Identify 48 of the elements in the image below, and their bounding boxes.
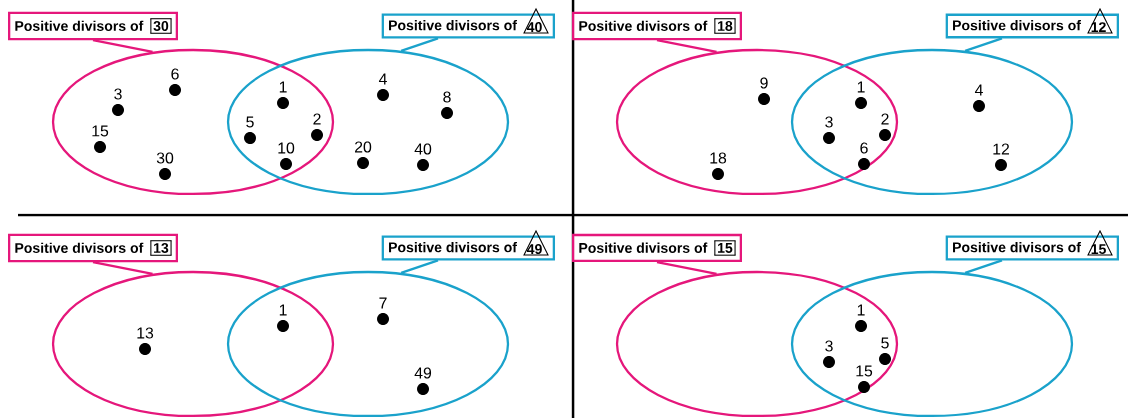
number-label: 1 (279, 81, 287, 93)
set-ellipse (226, 270, 510, 418)
leader-line (92, 39, 153, 54)
number-label: 15 (92, 125, 109, 137)
leader-line (400, 37, 439, 52)
label-box: Positive divisors of 13 (8, 233, 178, 263)
number-label: 2 (881, 113, 889, 125)
set-ellipse (790, 270, 1074, 418)
number-label: 8 (443, 91, 451, 103)
number-label: 10 (278, 142, 295, 154)
leader-line (964, 259, 1003, 274)
number-label: 1 (857, 81, 865, 93)
label-box: Positive divisors of 15 (572, 233, 742, 263)
label-box: Positive divisors of 18 (572, 11, 742, 41)
leader-line (400, 259, 439, 274)
leader-line (656, 39, 717, 54)
set-ellipse (226, 48, 510, 196)
set-ellipse (615, 270, 899, 418)
set-ellipse (51, 48, 335, 196)
leader-line (964, 37, 1003, 52)
number-label: 5 (246, 116, 254, 128)
number-label: 4 (974, 84, 983, 96)
number-label: 9 (760, 77, 768, 89)
leader-line (92, 261, 153, 276)
number-label: 15 (856, 365, 873, 377)
number-label: 1 (857, 304, 865, 316)
number-label: 30 (156, 152, 174, 164)
number-label: 2 (313, 113, 321, 125)
number-label: 49 (414, 367, 432, 379)
set-ellipse (51, 270, 335, 418)
number-label: 3 (825, 340, 833, 352)
number-label: 4 (378, 73, 387, 85)
number-label: 18 (710, 152, 727, 164)
number-label: 12 (993, 143, 1009, 155)
number-label: 7 (379, 297, 387, 309)
number-label: 20 (355, 141, 372, 153)
leader-line (656, 261, 717, 276)
number-label: 40 (414, 143, 432, 155)
number-label: 3 (825, 116, 833, 128)
set-ellipse (615, 48, 899, 196)
number-label: 5 (881, 337, 889, 349)
number-label: 13 (137, 327, 154, 339)
number-label: 6 (860, 142, 868, 154)
set-ellipse (790, 48, 1074, 196)
number-label: 3 (114, 88, 122, 100)
label-box: Positive divisors of 30 (8, 11, 178, 41)
number-label: 1 (279, 304, 287, 316)
number-label: 6 (171, 68, 179, 80)
